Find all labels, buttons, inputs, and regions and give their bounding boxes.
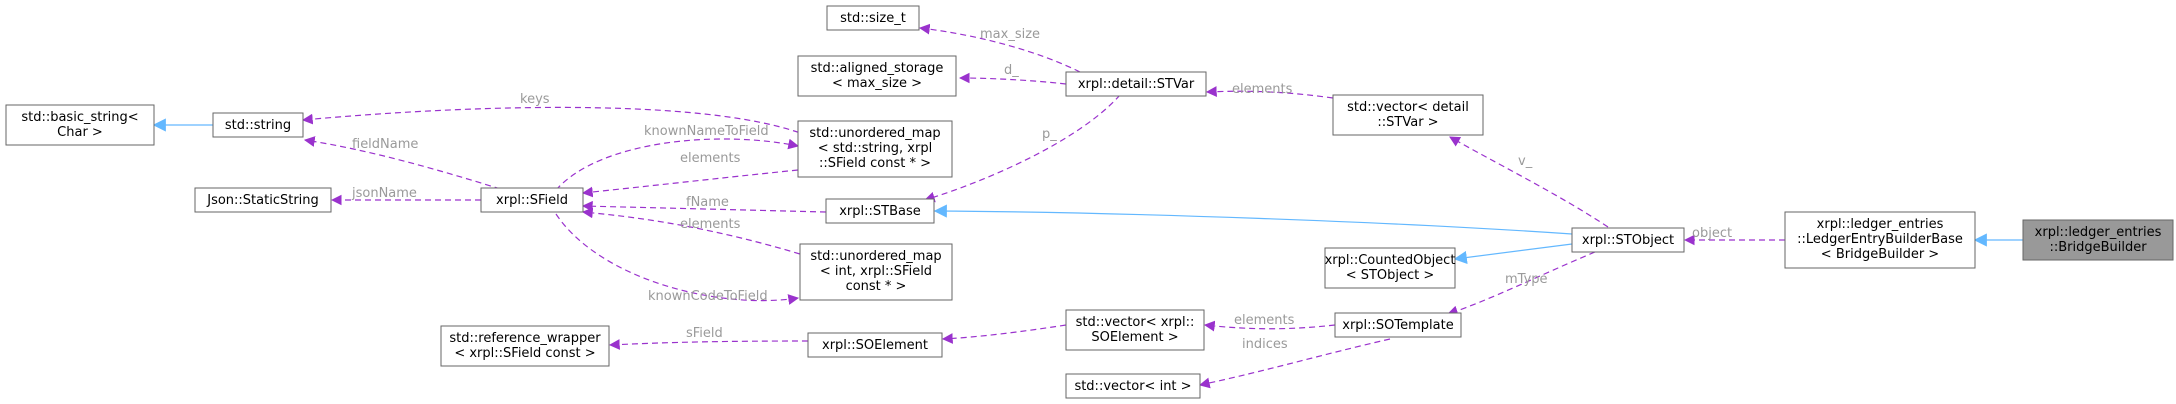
node-stvector-detail[interactable]: std::vector< detail ::STVar > bbox=[1332, 94, 1484, 136]
edge-label-f-name: fName bbox=[686, 195, 729, 210]
edge-label-max-size: max_size bbox=[980, 27, 1040, 42]
node-aligned-storage[interactable]: std::aligned_storage < max_size > bbox=[797, 55, 957, 97]
edge-elements-umap-string bbox=[581, 169, 799, 198]
edge-label-elements-soelement: elements bbox=[1234, 313, 1295, 328]
edge-label-m-type: mType bbox=[1505, 272, 1548, 287]
node-soelement[interactable]: xrpl::SOElement bbox=[807, 332, 943, 358]
node-label-line: Char > bbox=[57, 125, 103, 140]
edge-stobject-to-counted-object bbox=[1453, 243, 1573, 265]
node-label-line: < xrpl::SField const > bbox=[454, 346, 595, 361]
node-label-line: xrpl::STBase bbox=[839, 204, 921, 219]
edge-label-known-code-to-field: knownCodeToField bbox=[648, 289, 768, 304]
node-string[interactable]: std::string bbox=[212, 112, 304, 138]
edge-label-d: d_ bbox=[1004, 63, 1019, 78]
edge-elements-stvar bbox=[1205, 86, 1334, 99]
node-label-line: ::SField const * > bbox=[819, 156, 931, 171]
node-sotemplate[interactable]: xrpl::SOTemplate bbox=[1334, 312, 1462, 338]
node-label-line: std::vector< xrpl:: bbox=[1076, 315, 1195, 330]
node-label-line: xrpl::SOTemplate bbox=[1342, 318, 1453, 333]
node-umap-string[interactable]: std::unordered_map < std::string, xrpl :… bbox=[797, 120, 953, 178]
edge-label-field-name: fieldName bbox=[352, 137, 418, 152]
node-label-line: < BridgeBuilder > bbox=[1821, 247, 1939, 262]
edge-elements-soelement bbox=[1203, 320, 1336, 332]
node-label-line: < STObject > bbox=[1346, 268, 1435, 283]
edge-known-name-to-field bbox=[555, 138, 800, 191]
node-label-line: < std::string, xrpl bbox=[818, 141, 932, 156]
edge-d bbox=[958, 72, 1067, 85]
node-label-line: std::basic_string< bbox=[21, 110, 138, 125]
node-sfield[interactable]: xrpl::SField bbox=[480, 187, 584, 213]
node-label-line: xrpl::SField bbox=[496, 193, 568, 208]
edge-stobject-to-stbase bbox=[933, 204, 1573, 235]
node-label-line: SOElement > bbox=[1091, 330, 1178, 345]
node-label-line: ::LedgerEntryBuilderBase bbox=[1797, 232, 1963, 247]
node-label-line: < int, xrpl::SField bbox=[820, 264, 932, 279]
node-label-line: const * > bbox=[846, 279, 907, 294]
node-label-line: ::STVar > bbox=[1377, 115, 1438, 130]
node-counted-object[interactable]: xrpl::CountedObject < STObject > bbox=[1324, 247, 1456, 289]
node-label-line: std::unordered_map bbox=[810, 249, 941, 264]
edge-elements-umap-int bbox=[581, 207, 801, 255]
edge-label-known-name-to-field: knownNameToField bbox=[644, 124, 769, 139]
edge-label-elements-umap-string: elements bbox=[680, 151, 741, 166]
edge-label-object: object bbox=[1692, 226, 1732, 241]
edge-label-indices: indices bbox=[1242, 337, 1288, 352]
node-label-line: Json::StaticString bbox=[206, 193, 319, 208]
node-label-line: < max_size > bbox=[832, 76, 922, 91]
node-label-line: xrpl::detail::STVar bbox=[1078, 77, 1195, 92]
node-label-line: std::unordered_map bbox=[809, 126, 940, 141]
edge-label-v: v_ bbox=[1518, 154, 1533, 169]
node-label-line: std::size_t bbox=[840, 11, 906, 26]
node-label-line: ::BridgeBuilder bbox=[2049, 240, 2147, 255]
edge-label-keys: keys bbox=[520, 92, 550, 107]
edge-f-name bbox=[581, 200, 827, 213]
node-label-line: std::vector< int > bbox=[1074, 379, 1191, 394]
node-ledger-entry-builder-base[interactable]: xrpl::ledger_entries ::LedgerEntryBuilde… bbox=[1784, 211, 1976, 269]
node-label-line: xrpl::ledger_entries bbox=[1817, 217, 1944, 232]
node-soelement-vector[interactable]: std::vector< xrpl:: SOElement > bbox=[1065, 309, 1205, 351]
edge-p bbox=[923, 94, 1121, 203]
node-label-line: xrpl::SOElement bbox=[822, 338, 928, 353]
node-bridge-builder[interactable]: xrpl::ledger_entries ::BridgeBuilder bbox=[2022, 219, 2174, 261]
node-static-string[interactable]: Json::StaticString bbox=[194, 187, 332, 213]
edge-v bbox=[1449, 136, 1609, 228]
edge-label-elements-umap-int: elements bbox=[680, 217, 741, 232]
node-stobject[interactable]: xrpl::STObject bbox=[1571, 227, 1685, 253]
node-stvar[interactable]: xrpl::detail::STVar bbox=[1065, 71, 1207, 97]
edge-label-json-name: jsonName bbox=[351, 186, 417, 201]
edge-known-code-to-field bbox=[555, 213, 800, 305]
node-label-line: std::aligned_storage bbox=[811, 61, 944, 76]
node-label-line: std::vector< detail bbox=[1347, 100, 1469, 115]
node-label-line: xrpl::ledger_entries bbox=[2035, 225, 2162, 240]
node-int-vector[interactable]: std::vector< int > bbox=[1065, 373, 1201, 399]
node-basic-string[interactable]: std::basic_string< Char > bbox=[5, 104, 155, 146]
edge-elements-soelement-vec bbox=[941, 324, 1067, 344]
edge-s-field bbox=[608, 339, 809, 350]
node-reference-wrapper[interactable]: std::reference_wrapper < xrpl::SField co… bbox=[440, 325, 610, 367]
edge-label-p: p_ bbox=[1042, 127, 1057, 142]
edge-indices bbox=[1198, 338, 1391, 389]
edge-keys bbox=[301, 106, 809, 137]
edge-label-elements-stvar: elements bbox=[1232, 82, 1293, 97]
edge-label-s-field: sField bbox=[686, 326, 723, 341]
node-umap-int[interactable]: std::unordered_map < int, xrpl::SField c… bbox=[799, 243, 953, 301]
node-label-line: std::reference_wrapper bbox=[449, 331, 601, 346]
node-stbase[interactable]: xrpl::STBase bbox=[825, 198, 935, 224]
node-label-line: xrpl::CountedObject bbox=[1325, 253, 1456, 268]
edge-max-size bbox=[918, 23, 1081, 73]
node-label-line: xrpl::STObject bbox=[1582, 233, 1674, 248]
node-label-line: std::string bbox=[225, 118, 291, 133]
node-size-t[interactable]: std::size_t bbox=[826, 5, 920, 31]
edge-m-type bbox=[1446, 251, 1596, 317]
